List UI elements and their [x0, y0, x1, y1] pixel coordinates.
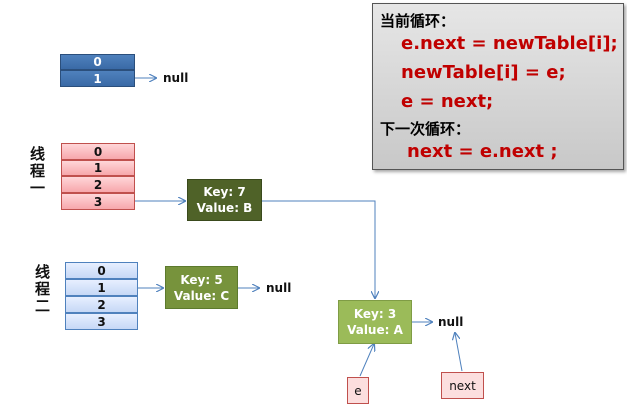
- thread1-label: 线程一: [28, 146, 46, 197]
- thread1-cell-1: 1: [61, 160, 135, 176]
- thread2-cell-1: 1: [65, 279, 138, 296]
- top-table-cell-0: 0: [60, 54, 135, 70]
- thread1-cell-3: 3: [61, 193, 135, 210]
- current-line-3: e = next;: [401, 91, 494, 112]
- node-key7: Key: 7 Value: B: [187, 179, 262, 221]
- arrow-e-to-key3: [359, 344, 374, 377]
- node-key3: Key: 3 Value: A: [338, 300, 412, 344]
- top-null-label: null: [163, 71, 189, 85]
- current-line-1: e.next = newTable[i];: [401, 33, 618, 54]
- node-key3-value: Value: A: [347, 323, 403, 337]
- current-loop-heading: 当前循环：: [380, 12, 456, 30]
- top-table-cell-1: 1: [60, 70, 135, 87]
- node-key5-key: Key: 5: [180, 272, 223, 287]
- key3-null-label: null: [438, 315, 464, 329]
- node-key5: Key: 5 Value: C: [165, 266, 238, 309]
- next-line-1: next = e.next ;: [407, 141, 558, 162]
- node-key5-value: Value: C: [173, 288, 230, 303]
- arrow-key7-to-key3: [262, 200, 375, 298]
- thread2-label: 线程二: [33, 264, 51, 315]
- pointer-next-box: next: [441, 372, 484, 399]
- thread2-cell-2: 2: [65, 296, 138, 313]
- thread2-cell-3: 3: [65, 313, 138, 330]
- key5-null-label: null: [266, 281, 292, 295]
- node-key7-value: Value: B: [196, 201, 253, 215]
- thread2-cell-0: 0: [65, 262, 138, 279]
- arrow-next-to-null: [455, 333, 463, 372]
- code-panel: 当前循环： e.next = newTable[i]; newTable[i] …: [372, 3, 624, 170]
- next-loop-heading: 下一次循环：: [380, 120, 471, 138]
- thread1-cell-0: 0: [61, 143, 135, 160]
- node-key7-key: Key: 7: [203, 185, 246, 199]
- pointer-e-box: e: [347, 377, 369, 404]
- current-line-2: newTable[i] = e;: [401, 62, 566, 83]
- thread1-cell-2: 2: [61, 176, 135, 193]
- node-key3-key: Key: 3: [353, 307, 397, 321]
